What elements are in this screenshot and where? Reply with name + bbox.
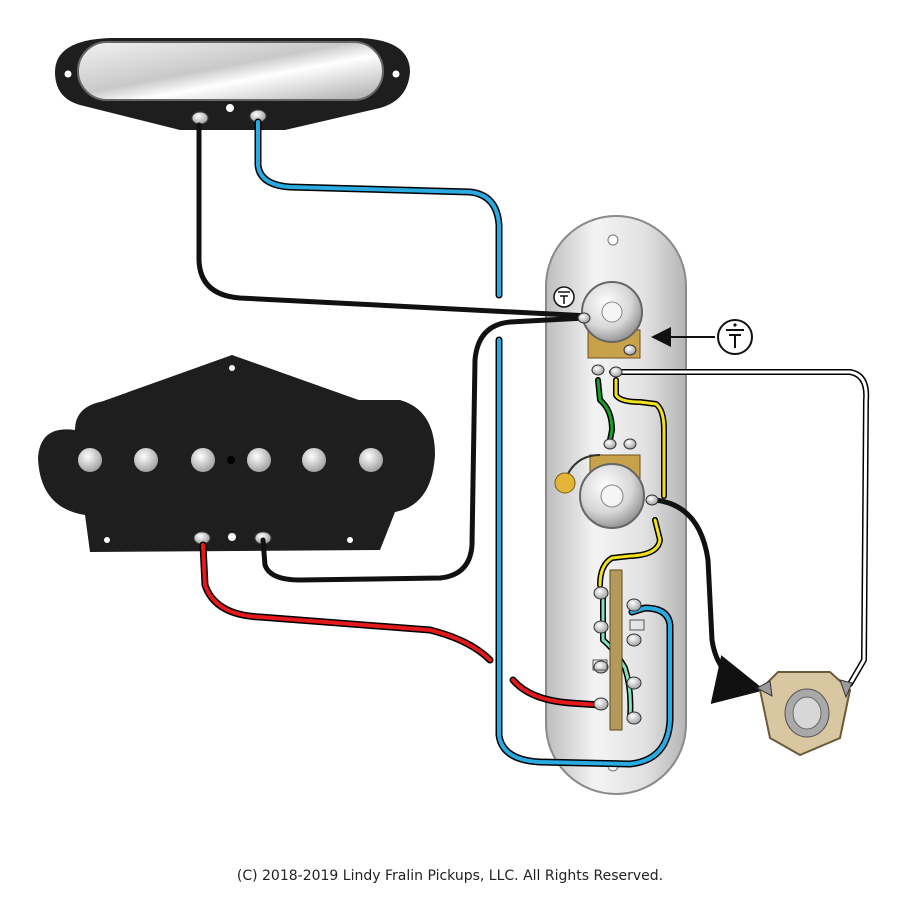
copyright-caption: (C) 2018-2019 Lindy Fralin Pickups, LLC.… — [236, 868, 664, 884]
wires — [196, 118, 870, 768]
pole-pieces — [78, 448, 383, 472]
volume-pot — [577, 281, 643, 378]
wire-bridge-red — [201, 543, 492, 662]
wire-bridge-black — [260, 315, 588, 583]
output-jack — [755, 671, 853, 757]
wire-yellow-bottom — [598, 518, 662, 587]
three-way-switch — [592, 569, 645, 731]
neck-lug-left — [191, 111, 209, 125]
wire-output-black — [652, 497, 765, 704]
neck-pickup — [55, 38, 410, 130]
wire-neck-blue-lower — [497, 338, 672, 766]
wire-yellow-top — [614, 378, 666, 498]
wire-green — [596, 378, 614, 442]
tone-capacitor — [554, 472, 576, 494]
wire-aqua — [601, 588, 632, 720]
ground-symbol-icon — [651, 319, 753, 355]
ground-symbol-small-icon — [553, 286, 575, 308]
wire-neck-blue — [254, 118, 503, 299]
wire-white — [610, 370, 868, 686]
tone-pot — [554, 438, 659, 529]
wire-neck-black — [196, 122, 593, 319]
bridge-pickup — [38, 355, 435, 552]
